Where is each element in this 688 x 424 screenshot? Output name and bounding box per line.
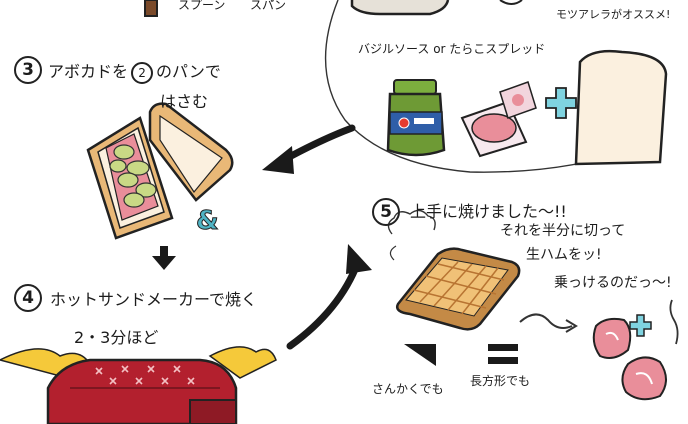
triangle-cut-label: さんかくでも [372, 382, 444, 396]
arrow-down-icon [152, 246, 176, 270]
triangle-cut-symbol [404, 344, 436, 366]
avocado-sandwich [86, 102, 234, 240]
step-4-line2: 2・3分ほど [74, 328, 159, 347]
arrow-left-icon [262, 124, 356, 174]
step-4-number: 4 [22, 288, 34, 308]
hot-sandwich-maker [0, 346, 277, 424]
step-3-circled-ref: 2 [131, 62, 154, 84]
step-5-badge: 5 [372, 198, 400, 226]
step-5-line1: 上手に焼けました〜!! [410, 202, 567, 221]
step-3-badge: 3 [14, 56, 42, 84]
step-3-line1-pre: アボカドを [48, 62, 129, 81]
connector-curve [324, 0, 631, 173]
wavy-dash [669, 299, 679, 345]
plate-fragment [350, 0, 523, 16]
tarako-spread-tub [460, 81, 537, 158]
spoon-label-a: スプーン [178, 0, 226, 12]
step-5-line4: 乗っけるのだっ〜! [554, 275, 672, 291]
squiggle-arrow-icon [519, 313, 578, 333]
bread-slice [574, 49, 668, 166]
plus-icon [545, 87, 577, 119]
step-5-line2: それを半分に切って [500, 223, 626, 239]
spoon-handle-fragment [144, 0, 158, 17]
step-5-number: 5 [380, 202, 392, 222]
plus-icon [629, 314, 652, 337]
step-3-line1-post: のパンで [156, 62, 221, 81]
step-3-line2: はさむ [160, 92, 209, 111]
ampersand-mark: & [196, 206, 220, 237]
rectangle-cut-symbol [488, 344, 518, 364]
step-4-line1: ホットサンドメーカーで焼く [50, 290, 258, 309]
step-4-badge: 4 [14, 284, 42, 312]
spoon-label-b: スパ゚ン [250, 0, 287, 12]
prosciutto-ham [592, 317, 667, 401]
arrow-up-right-icon [286, 244, 372, 350]
basil-sauce-jar [386, 79, 446, 157]
step-3-number: 3 [22, 60, 34, 80]
step-5-line3: 生ハムをッ! [526, 247, 602, 263]
mozzarella-note: モツアレラがオススメ! [556, 8, 671, 21]
grilled-toast [396, 247, 521, 331]
rectangle-cut-label: 長方形でも [470, 374, 531, 388]
spread-label: バジルソース or たらこスプレッド [358, 42, 546, 56]
